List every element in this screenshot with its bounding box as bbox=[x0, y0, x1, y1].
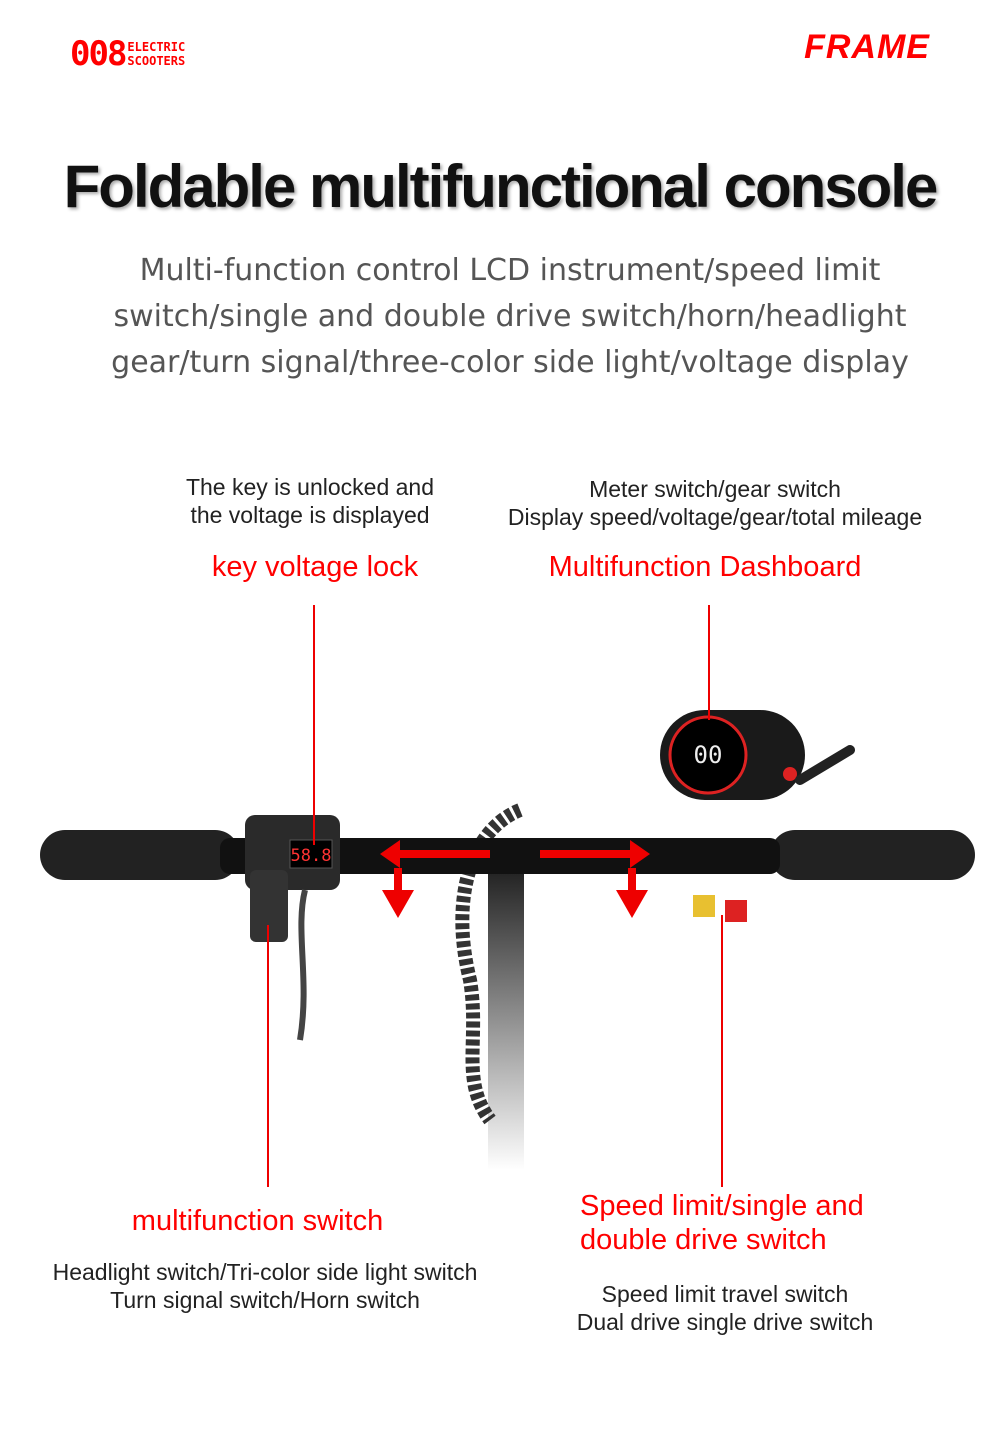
speed-switch-pointer bbox=[721, 915, 723, 1187]
brand-name: FRAME bbox=[804, 28, 930, 66]
subtitle: Multi-function control LCD instrument/sp… bbox=[111, 253, 909, 380]
key-lock-label: key voltage lock bbox=[211, 551, 419, 583]
voltage-display: 58.8 bbox=[291, 846, 332, 866]
handlebar-image: 58.8 00 bbox=[40, 710, 975, 1170]
logo-line1: ELECTRIC bbox=[127, 40, 186, 54]
throttle-lever bbox=[795, 745, 855, 785]
stem bbox=[488, 870, 524, 1170]
left-grip bbox=[40, 830, 240, 880]
multi-switch-desc: Headlight switch/Tri-color side light sw… bbox=[52, 1259, 478, 1313]
multifunction-switch-unit bbox=[250, 870, 288, 942]
logo-number: 008 bbox=[70, 34, 127, 74]
multi-switch-label: multifunction switch bbox=[131, 1205, 384, 1237]
right-grip bbox=[770, 830, 975, 880]
dashboard-speed: 00 bbox=[694, 741, 723, 769]
key-lock-pointer bbox=[313, 605, 315, 845]
dashboard-pointer bbox=[708, 605, 710, 720]
dashboard-label: Multifunction Dashboard bbox=[548, 551, 862, 583]
power-button bbox=[783, 767, 797, 781]
multi-switch-pointer bbox=[267, 925, 269, 1187]
fold-arrows bbox=[380, 840, 650, 918]
speed-switch bbox=[693, 895, 715, 917]
drive-switch bbox=[725, 900, 747, 922]
key bbox=[297, 889, 308, 1041]
page-title: Foldable multifunctional console bbox=[63, 153, 939, 220]
logo-line2: SCOOTERS bbox=[127, 54, 186, 68]
